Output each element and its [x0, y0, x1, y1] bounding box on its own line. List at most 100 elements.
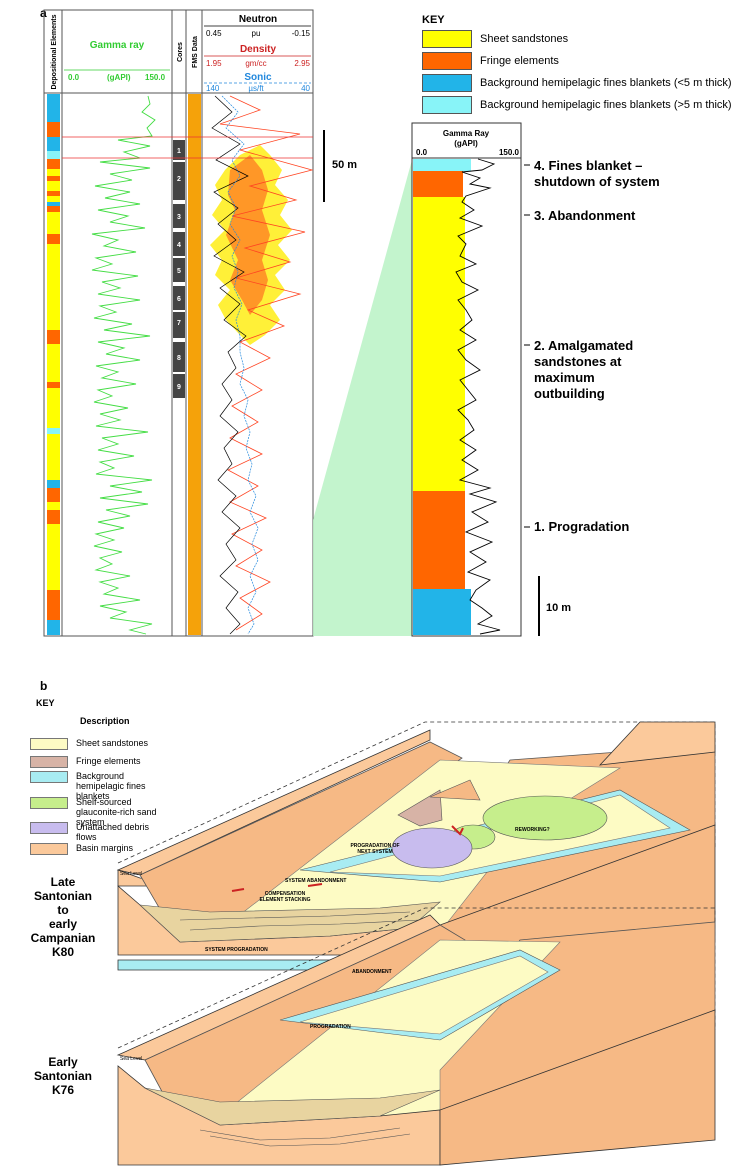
gamma-ray-header: Gamma ray [90, 40, 145, 51]
sea-level-upper: Sea Level [120, 871, 142, 877]
block-diagram: Sea Level Sea Level REWORKING? PROGRADAT… [116, 721, 716, 1166]
key-a-item: Sheet sandstones [422, 30, 568, 48]
lower-block-k76 [116, 907, 716, 1166]
neutron-title: Neutron [239, 14, 277, 25]
scale-50-label: 50 m [332, 159, 357, 171]
key-b-item: Fringe elements [30, 756, 170, 768]
neutron-left: 0.45 [206, 29, 222, 38]
key-b-swatch [30, 771, 68, 783]
key-b-item: Shelf-sourced glauconite-rich sand syste… [30, 797, 170, 827]
progradation-next-label-2: NEXT SYSTEM [357, 849, 392, 855]
wireline-logs [210, 95, 314, 635]
key-b-swatch [30, 756, 68, 768]
key-a-item: Fringe elements [422, 52, 559, 70]
log-frame [43, 9, 314, 637]
compensation-label-2: ELEMENT STACKING [259, 897, 310, 903]
key-b-label: Sheet sandstones [76, 738, 149, 748]
density-unit: gm/cc [245, 59, 266, 68]
gamma-min: 0.0 [68, 73, 80, 82]
neutron-unit: pu [252, 29, 261, 38]
lower-age-label: Early Santonian K76 [33, 1055, 92, 1097]
gamma-unit: (gAPI) [107, 73, 131, 82]
cores-header: Cores [177, 42, 184, 62]
panel-a-label: a [40, 6, 47, 20]
core-number: 9 [177, 384, 181, 391]
core-number: 6 [177, 296, 181, 303]
compensation-label-1: COMPENSATION [265, 891, 306, 897]
sonic-title: Sonic [244, 72, 272, 83]
reworking-label: REWORKING? [515, 827, 550, 833]
stage-3-label: 3. Abandonment [534, 208, 636, 223]
density-title: Density [240, 44, 277, 55]
key-b-swatch [30, 843, 68, 855]
core-number: 3 [177, 214, 181, 221]
key-b-description-header: Description [80, 716, 130, 726]
panel-b-label: b [40, 679, 48, 693]
system-abandonment-label: SYSTEM ABANDONMENT [285, 878, 346, 884]
key-a-item: Background hemipelagic fines blankets (>… [422, 96, 732, 114]
projection-wedge [313, 160, 412, 636]
core-number: 7 [177, 320, 181, 327]
core-number: 1 [177, 148, 181, 155]
fms-data-bar [188, 94, 201, 635]
key-b-label: Background hemipelagic fines blankets [76, 771, 146, 801]
fms-header: FMS Data [192, 36, 199, 68]
key-a-label: Background hemipelagic fines blankets (>… [480, 99, 732, 111]
inset-max: 150.0 [499, 148, 520, 157]
core-number: 8 [177, 355, 181, 362]
upper-age-label: Late Santonian to early Campanian K80 [30, 875, 96, 959]
gamma-ray-curve [91, 95, 156, 635]
inset-unit: (gAPI) [454, 139, 478, 148]
inset-gamma-curve [455, 158, 501, 635]
depositional-elements-column [47, 94, 60, 635]
density-right: 2.95 [294, 59, 310, 68]
key-a-label: Background hemipelagic fines blankets (<… [480, 77, 732, 89]
key-a-swatch [422, 52, 472, 70]
key-b-label: Unattached debris flows [76, 822, 150, 842]
key-b-title: KEY [36, 698, 55, 708]
key-b-label: Basin margins [76, 843, 134, 853]
inset-element-fills [413, 159, 471, 635]
sea-level-lower: Sea Level [120, 1056, 142, 1062]
stage-4-label: 4. Fines blanket – shutdown of system [534, 158, 660, 189]
cores-column [173, 140, 185, 398]
sonic-left: 140 [206, 84, 220, 93]
well-log-panel: Depositional Elements Gamma ray 0.0 (gAP… [43, 9, 571, 637]
stage-1-label: 1. Progradation [534, 519, 630, 534]
key-b-swatch [30, 797, 68, 809]
key-a-swatch [422, 30, 472, 48]
inset-title: Gamma Ray [443, 129, 490, 138]
abandonment-label: ABANDONMENT [352, 969, 392, 975]
progradation-next-label-1: PROGRADATION OF [350, 843, 399, 849]
key-b-item: Background hemipelagic fines blankets [30, 771, 170, 801]
depositional-elements-header: Depositional Elements [51, 14, 58, 89]
key-a-label: Sheet sandstones [480, 33, 569, 45]
key-b-item: Unattached debris flows [30, 822, 170, 842]
system-progradation-label: SYSTEM PROGRADATION [205, 947, 268, 953]
key-a-item: Background hemipelagic fines blankets (<… [422, 74, 732, 92]
key-b-swatch [30, 822, 68, 834]
density-left: 1.95 [206, 59, 222, 68]
neutron-right: -0.15 [292, 29, 311, 38]
stage-2-label: 2. Amalgamated sandstones at maximum out… [534, 338, 634, 401]
key-a-swatch [422, 96, 472, 114]
progradation-label: PROGRADATION [310, 1024, 351, 1030]
scale-10-label: 10 m [546, 602, 571, 614]
key-b-item: Basin margins [30, 843, 170, 855]
inset-min: 0.0 [416, 148, 428, 157]
upper-block-k80 [116, 721, 716, 956]
core-number: 4 [177, 242, 181, 249]
key-b-label: Fringe elements [76, 756, 141, 766]
key-a-label: Fringe elements [480, 55, 559, 67]
gamma-max: 150.0 [145, 73, 166, 82]
key-a-title: KEY [422, 14, 445, 26]
key-b-swatch [30, 738, 68, 750]
sonic-right: 40 [301, 84, 310, 93]
stage-arrows [524, 164, 530, 528]
sonic-unit: µs/ft [248, 84, 264, 93]
core-number: 5 [177, 268, 181, 275]
key-b-label: Shelf-sourced glauconite-rich sand syste… [76, 797, 157, 827]
key-b-item: Sheet sandstones [30, 738, 170, 750]
key-a-swatch [422, 74, 472, 92]
core-number: 2 [177, 176, 181, 183]
